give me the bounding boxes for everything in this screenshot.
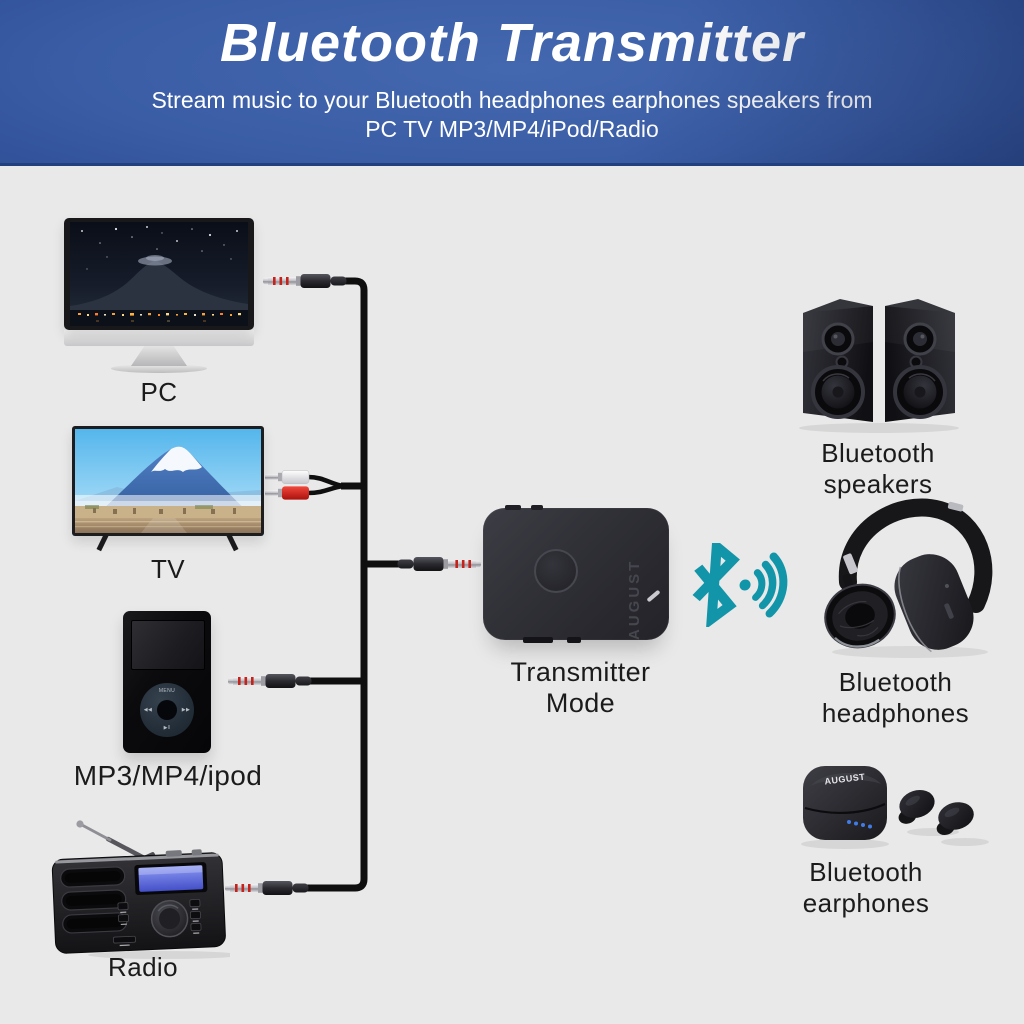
- pc-monitor-stand: [131, 346, 187, 366]
- bluetooth-earphones-label: Bluetooth earphones: [802, 857, 930, 918]
- right-speaker: [883, 297, 957, 424]
- pc-label: PC: [140, 377, 178, 407]
- mp3-click-wheel: MENU ◀◀ ▶▶ ▶‖: [140, 683, 194, 737]
- radio-device: [51, 820, 230, 959]
- light-reflections: [96, 320, 206, 322]
- rca-red-plug-icon: [265, 486, 309, 500]
- headband-silver-slider: [843, 553, 858, 575]
- left-ear-cup: [824, 583, 896, 649]
- pc-device: [64, 218, 254, 373]
- bluetooth-signal-icon: [692, 543, 788, 627]
- radio-tuning-knob: [150, 899, 189, 938]
- left-earbud: [898, 790, 935, 824]
- transmitter-top-port: [505, 505, 521, 510]
- bluetooth-speakers-device: [799, 297, 959, 433]
- pc-monitor-base: [111, 364, 207, 373]
- mount-fuji: [101, 446, 247, 511]
- pc-monitor-chin: [64, 330, 254, 346]
- bluetooth-rune: [692, 543, 740, 627]
- header-banner: Bluetooth Transmitter Stream music to yo…: [0, 0, 1024, 166]
- pc-monitor-bezel: [64, 218, 254, 330]
- radio-buttons: [112, 899, 202, 944]
- right-ear-cup-shell: [894, 554, 974, 653]
- rca-red-lead: [307, 483, 344, 496]
- headband: [838, 498, 993, 613]
- bluetooth-speakers-label: Bluetooth speakers: [821, 438, 935, 499]
- wheel-center-button: [157, 700, 177, 720]
- transmitter-bottom-port2: [567, 637, 581, 643]
- right-earbud: [936, 802, 974, 836]
- headband-silver-accent: [947, 501, 964, 512]
- transmitter-bottom-port: [523, 637, 553, 643]
- bluetooth-headphones-device: [824, 498, 993, 658]
- transmitter-aux-jack-icon: [397, 557, 481, 571]
- tv-label: TV: [150, 554, 186, 584]
- bluetooth-transmitter-device: AUGUST: [483, 505, 669, 643]
- main-cable: [302, 277, 368, 892]
- wheel-prev-icon: ◀◀: [143, 707, 153, 713]
- radio-lcd-display: [134, 862, 208, 896]
- mp3-player-screen: [131, 620, 205, 670]
- mp3-aux-jack-icon: [228, 674, 312, 688]
- page-subtitle: Stream music to your Bluetooth headphone…: [0, 86, 1024, 144]
- transmitter-brand-logo: AUGUST: [626, 558, 643, 640]
- mount-fuji-silhouette: [70, 260, 248, 326]
- wheel-play-pause-icon: ▶‖: [163, 725, 171, 731]
- aux-cables: [302, 277, 403, 892]
- pc-aux-jack-icon: [263, 274, 347, 288]
- stars: [81, 226, 238, 270]
- wheel-menu-label: MENU: [158, 688, 176, 694]
- case-brand-logo: AUGUST: [824, 772, 866, 787]
- case-battery-leds: [847, 820, 872, 829]
- rca-white-plug-icon: [265, 470, 310, 484]
- radio-body: [51, 849, 226, 954]
- mp3-label: MP3/MP4/ipod: [73, 760, 263, 791]
- tv-device: [72, 426, 264, 552]
- town-buildings: [93, 508, 236, 514]
- city-lights: [78, 313, 241, 316]
- snow-cap: [151, 446, 202, 472]
- radio-button-markings: [119, 908, 200, 947]
- left-speaker: [801, 297, 875, 424]
- radio-aux-jack-icon: [225, 881, 309, 895]
- pc-screen-night-scene: [70, 222, 248, 326]
- transmitter-top-port2: [531, 505, 543, 510]
- radio-label: Radio: [108, 952, 178, 982]
- wheel-next-icon: ▶▶: [181, 707, 191, 713]
- page-title: Bluetooth Transmitter: [219, 13, 805, 73]
- tv-screen-day-scene: [75, 429, 261, 533]
- transmitter-led-indicator: [646, 589, 661, 603]
- bluetooth-earphones-device: AUGUST: [801, 766, 989, 849]
- subtitle-line-2: PC TV MP3/MP4/iPod/Radio: [365, 116, 659, 142]
- transmitter-mode-label: Transmitter Mode: [510, 657, 651, 718]
- rca-white-lead: [307, 474, 344, 489]
- transmitter-multifunction-button: [534, 549, 578, 593]
- tv-bezel: [72, 426, 264, 536]
- mp3-player-device: MENU ◀◀ ▶▶ ▶‖: [123, 611, 211, 753]
- subtitle-line-1: Stream music to your Bluetooth headphone…: [151, 87, 873, 113]
- radio-speaker-grille: [60, 866, 128, 934]
- earphones-charging-case: AUGUST: [803, 766, 887, 840]
- bluetooth-headphones-label: Bluetooth headphones: [821, 667, 970, 728]
